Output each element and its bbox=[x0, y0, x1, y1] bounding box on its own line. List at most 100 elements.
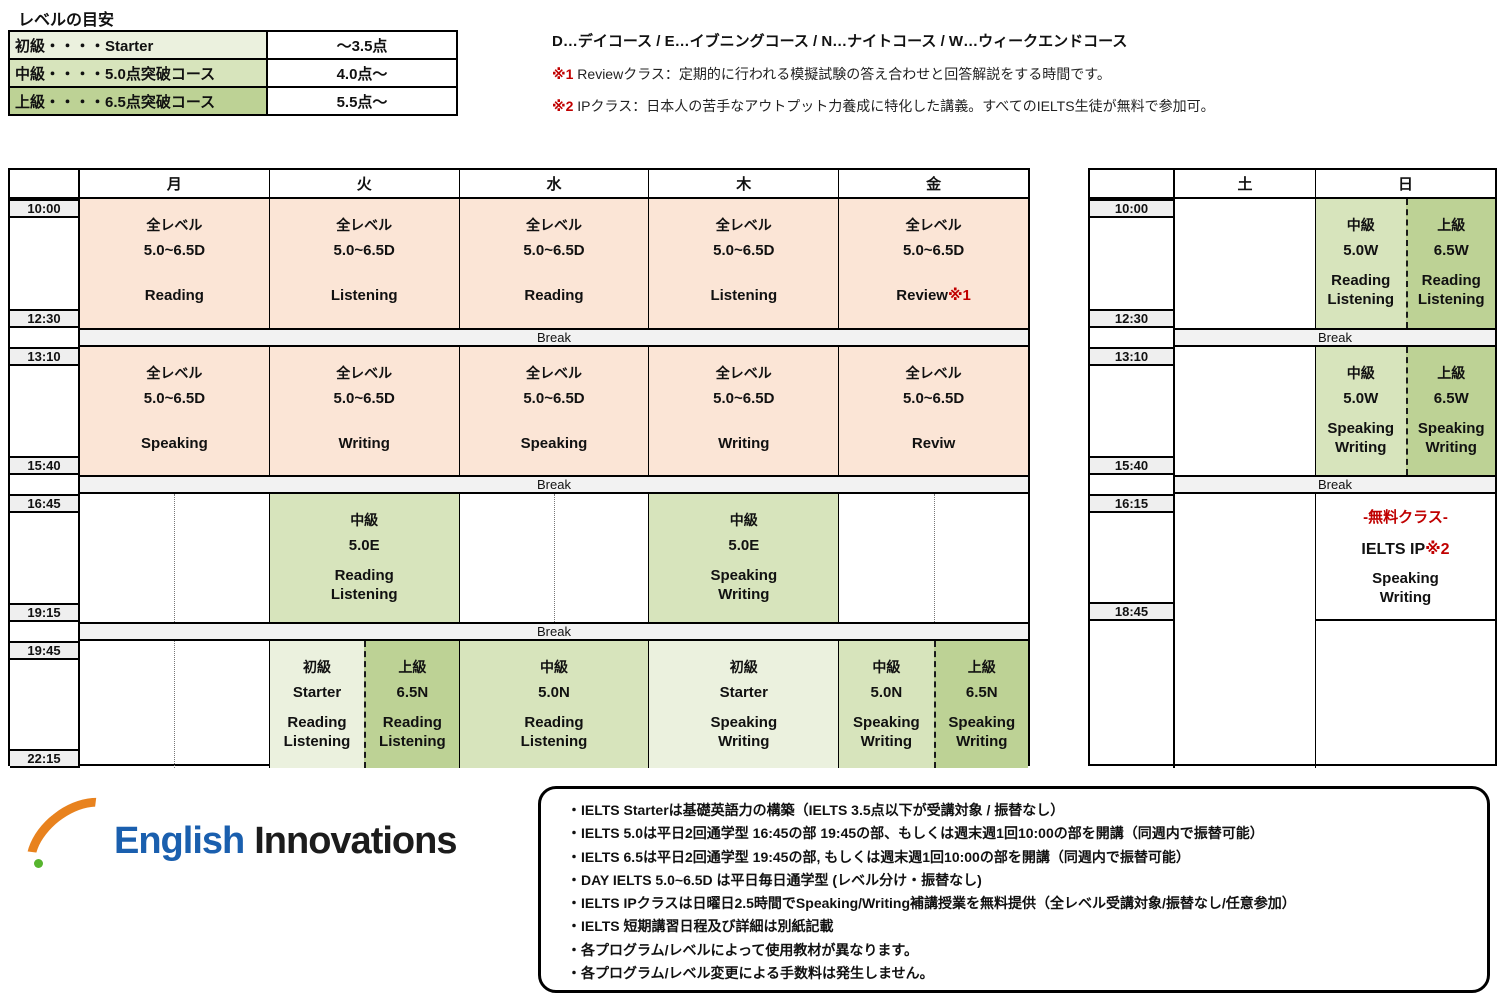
subject-line: Listening bbox=[710, 287, 778, 304]
subject-line: Reading bbox=[144, 287, 204, 304]
level-label: 上級・・・・6.5点突破コース bbox=[10, 88, 268, 114]
level-label: 初級・・・・Starter bbox=[10, 32, 268, 58]
level-score: 4.0点～ bbox=[268, 60, 456, 86]
class-subjects: Listening bbox=[710, 286, 777, 305]
class-cell-content: 全レベル 5.0~6.5D Listening bbox=[269, 199, 459, 328]
class-level: 上級 bbox=[1437, 365, 1466, 381]
class-subjects: Speaking bbox=[521, 434, 588, 453]
subject-line: Listening bbox=[330, 586, 398, 603]
subject-line: Writing bbox=[718, 733, 770, 750]
subject-line: Speaking bbox=[1327, 420, 1395, 437]
break-label: Break bbox=[1175, 475, 1495, 494]
class-subjects: Writing bbox=[718, 434, 769, 453]
class-code: 5.0~6.5D bbox=[333, 390, 395, 407]
class-code: 6.5W bbox=[1433, 390, 1469, 407]
subject-line: Reading bbox=[334, 567, 394, 584]
level-score: ～3.5点 bbox=[268, 32, 456, 58]
break-time-cell bbox=[10, 328, 80, 347]
note1-mark: ※1 bbox=[552, 66, 574, 82]
course-legend: D…デイコース / E…イブニングコース / N…ナイトコース / W…ウィーク… bbox=[552, 30, 1472, 128]
subject-line: Speaking bbox=[710, 714, 778, 731]
break-label: Break bbox=[80, 328, 1028, 347]
class-level: 全レベル bbox=[336, 217, 393, 233]
class-code: 6.5N bbox=[965, 684, 998, 701]
break-time-cell bbox=[1090, 328, 1175, 347]
subject-line: Speaking bbox=[141, 435, 208, 452]
subject-line: Reading bbox=[1421, 272, 1481, 289]
class-code: Starter bbox=[292, 684, 342, 701]
time-header-cell bbox=[1090, 170, 1175, 197]
day-header: 金 bbox=[838, 170, 1028, 197]
dotted-divider bbox=[174, 494, 176, 622]
subject-line: Writing bbox=[1425, 439, 1477, 456]
legend-note-1: ※1 Reviewクラス：定期的に行われる模擬試験の答え合わせと回答解説をする時… bbox=[552, 64, 1472, 84]
class-subjects: Listening bbox=[331, 286, 398, 305]
time-label: 13:10 bbox=[1090, 347, 1173, 366]
schedule-cell: 全レベル 5.0~6.5D Listening bbox=[268, 199, 459, 328]
class-code: 5.0~6.5D bbox=[523, 242, 585, 259]
class-level: 中級 bbox=[872, 659, 901, 675]
break-row: Break bbox=[1090, 475, 1495, 494]
class-level: 上級 bbox=[1437, 217, 1466, 233]
class-code: 5.0~6.5D bbox=[333, 242, 395, 259]
class-code: 5.0~6.5D bbox=[713, 390, 775, 407]
class-code: 5.0~6.5D bbox=[523, 390, 585, 407]
subject-line: Writing bbox=[1335, 439, 1387, 456]
time-label: 12:30 bbox=[1090, 309, 1173, 328]
logo-green-dot bbox=[34, 859, 43, 868]
day-header: 火 bbox=[268, 170, 459, 197]
subject-line: Reading bbox=[1331, 272, 1391, 289]
class-level: 全レベル bbox=[146, 217, 203, 233]
subject-line: Review※1 bbox=[896, 287, 971, 304]
schedule-cell bbox=[838, 494, 1028, 622]
globe-logo-icon bbox=[8, 778, 146, 910]
level-label: 中級・・・・5.0点突破コース bbox=[10, 60, 268, 86]
subject-line: Reading bbox=[524, 714, 584, 731]
class-level: 上級 bbox=[967, 659, 996, 675]
class-code: 5.0N bbox=[538, 684, 570, 701]
schedule-cell-saturday bbox=[1175, 494, 1315, 768]
day-header: 水 bbox=[458, 170, 649, 197]
class-level: 初級 bbox=[729, 659, 758, 675]
time-label: 16:15 bbox=[1090, 494, 1173, 513]
day-header: 日 bbox=[1315, 170, 1495, 197]
class-subjects: Reading bbox=[524, 286, 583, 305]
class-level: 全レベル bbox=[146, 365, 203, 381]
schedule-cell: 全レベル 5.0~6.5D Writing bbox=[648, 347, 839, 475]
note2-text: IPクラス：日本人の苦手なアウトプット力養成に特化した講義。すべてのIELTS生… bbox=[573, 98, 1215, 114]
note-line: ・IELTS 5.0は平日2回通学型 16:45の部 19:45の部、もしくは週… bbox=[567, 825, 1264, 842]
note-line: ・各プログラム/レベル変更による手数料は発生しません。 bbox=[567, 965, 934, 982]
break-time-cell bbox=[10, 475, 80, 494]
class-level: 全レベル bbox=[525, 217, 582, 233]
break-label: Break bbox=[80, 622, 1028, 641]
class-level: 全レベル bbox=[905, 217, 962, 233]
subject-line: Speaking bbox=[948, 714, 1016, 731]
class-level: 全レベル bbox=[715, 365, 772, 381]
subject-line: Listening bbox=[379, 733, 446, 750]
